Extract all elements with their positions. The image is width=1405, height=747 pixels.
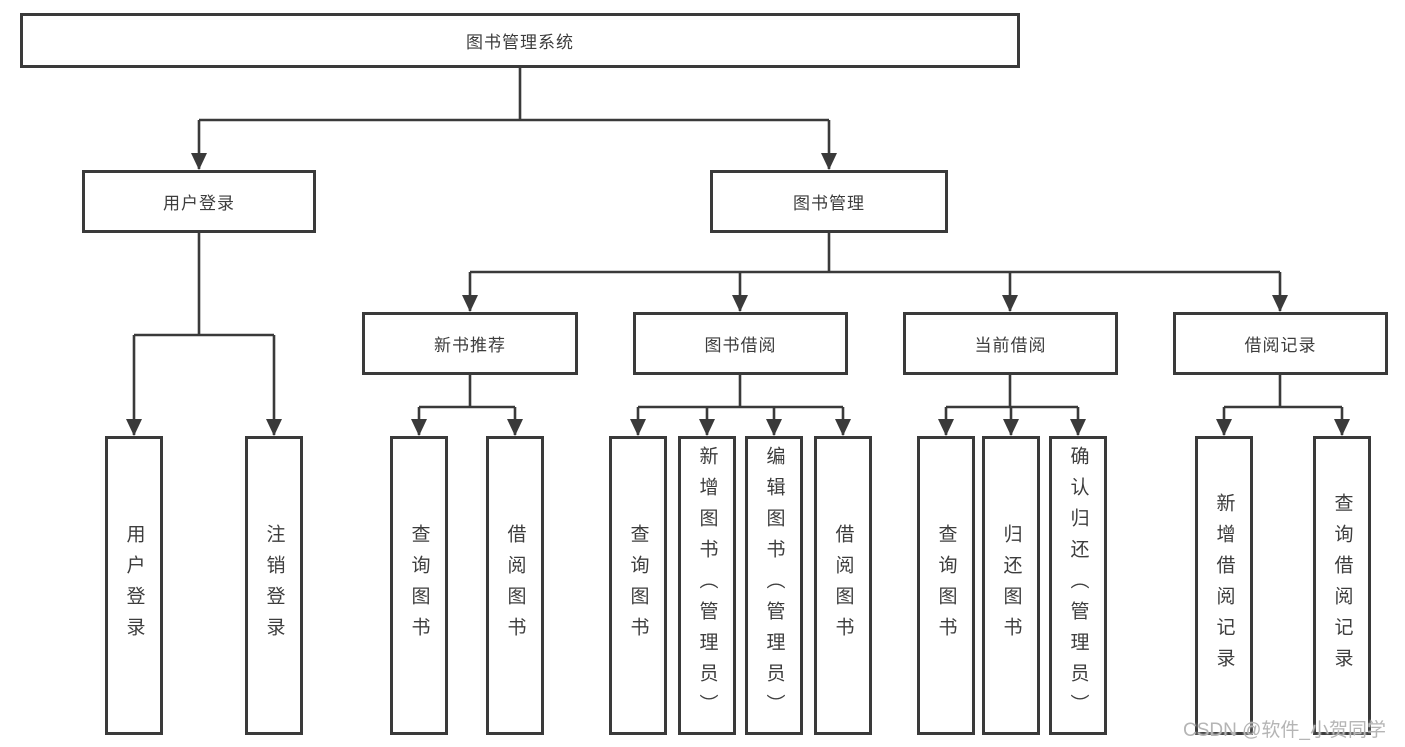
leaf-query-books-current: 查询图书 bbox=[917, 436, 975, 735]
leaf-confirm-return-admin: 确认归还（管理员） bbox=[1049, 436, 1107, 735]
leaf-user-login-label: 用户登录 bbox=[123, 523, 145, 648]
node-current-borrow: 当前借阅 bbox=[903, 312, 1118, 375]
leaf-add-borrow-record-label: 新增借阅记录 bbox=[1213, 492, 1235, 679]
leaf-edit-book-admin-label: 编辑图书（管理员） bbox=[763, 446, 785, 725]
leaf-query-books-current-label: 查询图书 bbox=[935, 523, 957, 648]
leaf-query-books-recommend: 查询图书 bbox=[390, 436, 448, 735]
leaf-query-books-borrow: 查询图书 bbox=[609, 436, 667, 735]
leaf-query-books-recommend-label: 查询图书 bbox=[408, 523, 430, 648]
leaf-borrow-books-recommend: 借阅图书 bbox=[486, 436, 544, 735]
leaf-query-books-borrow-label: 查询图书 bbox=[627, 523, 649, 648]
node-user-login: 用户登录 bbox=[82, 170, 316, 233]
node-library-system: 图书管理系统 bbox=[20, 13, 1020, 68]
csdn-watermark: CSDN @软件_小贺同学 bbox=[1183, 720, 1386, 741]
leaf-logout: 注销登录 bbox=[245, 436, 303, 735]
leaf-borrow-books-recommend-label: 借阅图书 bbox=[504, 523, 526, 648]
leaf-logout-label: 注销登录 bbox=[263, 523, 285, 648]
node-borrow-records: 借阅记录 bbox=[1173, 312, 1388, 375]
leaf-return-books: 归还图书 bbox=[982, 436, 1040, 735]
leaf-add-book-admin: 新增图书（管理员） bbox=[678, 436, 736, 735]
node-book-borrow: 图书借阅 bbox=[633, 312, 848, 375]
leaf-borrow-books: 借阅图书 bbox=[814, 436, 872, 735]
leaf-borrow-books-label: 借阅图书 bbox=[832, 523, 854, 648]
leaf-query-borrow-record-label: 查询借阅记录 bbox=[1331, 492, 1353, 679]
leaf-return-books-label: 归还图书 bbox=[1000, 523, 1022, 648]
node-new-book-recommend: 新书推荐 bbox=[362, 312, 578, 375]
leaf-edit-book-admin: 编辑图书（管理员） bbox=[745, 436, 803, 735]
leaf-add-borrow-record: 新增借阅记录 bbox=[1195, 436, 1253, 735]
leaf-query-borrow-record: 查询借阅记录 bbox=[1313, 436, 1371, 735]
node-book-management: 图书管理 bbox=[710, 170, 948, 233]
leaf-confirm-return-admin-label: 确认归还（管理员） bbox=[1067, 446, 1089, 725]
leaf-add-book-admin-label: 新增图书（管理员） bbox=[696, 446, 718, 725]
leaf-user-login: 用户登录 bbox=[105, 436, 163, 735]
